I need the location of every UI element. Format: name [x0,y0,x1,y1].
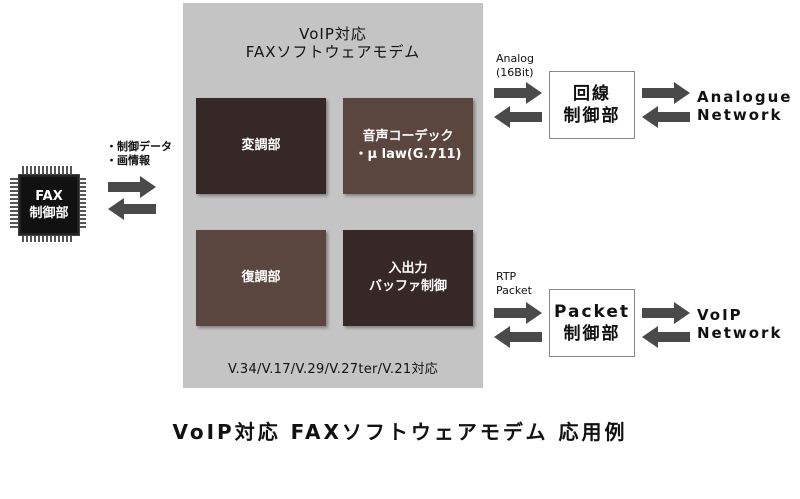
arrow-left [642,106,690,128]
arrow-right [494,82,542,104]
arrow-right [642,82,690,104]
analogue-network-label: Analogue Network [697,88,793,124]
chip-pins-right [78,178,86,230]
packet-link-label: RTP Packet [496,270,532,297]
modem-packet-arrows [494,302,542,348]
analog-link-label: Analog (16Bit) [496,52,535,79]
fax-control-chip: FAX 制御部 [10,166,86,242]
arrow-right [494,302,542,324]
chip-label: FAX 制御部 [18,174,80,236]
voip-network-arrows [642,302,690,348]
arrow-left [108,198,156,220]
arrow-right [642,302,690,324]
chip-modem-arrows [108,176,156,220]
arrow-left [494,106,542,128]
software-modem-panel: VoIP対応 FAXソフトウェアモデム 変調部 音声コーデック ・μ law(G… [183,3,483,388]
codec-block: 音声コーデック ・μ law(G.711) [343,98,473,194]
diagram-caption: VoIP対応 FAXソフトウェアモデム 応用例 [172,420,628,444]
arrow-left [642,326,690,348]
io-buffer-block: 入出力 バッファ制御 [343,230,473,326]
chip-pins-left [10,178,18,230]
demodulation-block: 復調部 [196,230,326,326]
chip-link-label: ・制御データ ・画情報 [106,140,172,167]
chip-pins-bottom [22,234,74,242]
packet-control-box: Packet 制御部 [549,289,635,357]
modulation-block: 変調部 [196,98,326,194]
voip-network-label: VoIP Network [697,306,783,342]
arrow-left [494,326,542,348]
analog-network-arrows [642,82,690,128]
line-control-box: 回線 制御部 [549,71,635,139]
arrow-right [108,176,156,198]
modem-standards: V.34/V.17/V.29/V.27ter/V.21対応 [227,362,439,377]
modem-title: VoIP対応 FAXソフトウェアモデム [245,25,421,61]
modem-analog-arrows [494,82,542,128]
chip-pins-top [22,166,74,174]
